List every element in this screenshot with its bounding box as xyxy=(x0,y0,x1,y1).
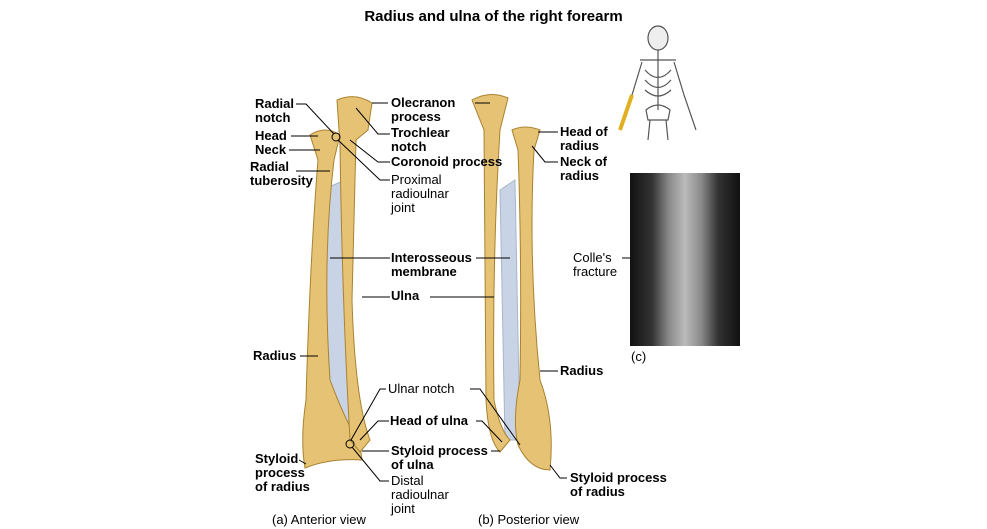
label-styloid-ulna: Styloid process of ulna xyxy=(391,443,488,472)
label-proximal-joint: Proximal radioulnar joint xyxy=(391,172,449,215)
highlighted-forearm xyxy=(618,94,634,131)
caption-anterior: (a) Anterior view xyxy=(272,512,366,527)
proximal-joint-marker xyxy=(331,132,341,142)
skeleton-thumbnail xyxy=(618,25,697,141)
label-styloid-radius-anterior: Styloid process of radius xyxy=(255,451,310,494)
caption-posterior: (b) Posterior view xyxy=(478,512,580,527)
label-styloid-radius-posterior: Styloid process of radius xyxy=(570,470,667,499)
label-radial-notch: Radial notch xyxy=(255,96,295,125)
label-radial-tuberosity: Radial tuberosity xyxy=(250,159,313,188)
label-head-of-radius: Head of radius xyxy=(560,124,608,153)
posterior-view xyxy=(471,94,552,471)
xray-image xyxy=(630,173,740,346)
posterior-radius xyxy=(511,126,552,471)
label-neck-of-radius: Neck of radius xyxy=(560,154,607,183)
label-trochlear-notch: Trochlear notch xyxy=(391,125,450,154)
caption-xray: (c) xyxy=(631,349,647,364)
label-head-of-ulna: Head of ulna xyxy=(390,413,469,428)
label-ulna: Ulna xyxy=(391,288,420,303)
anterior-ulna xyxy=(336,96,373,453)
label-olecranon: Olecranon process xyxy=(391,95,456,124)
anterior-radius xyxy=(302,129,363,469)
page-title: Radius and ulna of the right forearm xyxy=(364,8,623,25)
posterior-ulna xyxy=(471,94,511,453)
label-neck: Neck xyxy=(255,142,287,157)
label-interosseous: Interosseous membrane xyxy=(391,250,472,279)
label-ulnar-notch: Ulnar notch xyxy=(388,381,455,396)
label-distal-joint: Distal radioulnar joint xyxy=(391,473,449,516)
distal-joint-marker xyxy=(345,439,355,449)
label-radius-anterior: Radius xyxy=(253,348,297,363)
label-radius-posterior: Radius xyxy=(560,363,604,378)
label-head: Head xyxy=(255,128,287,143)
label-coronoid: Coronoid process xyxy=(391,154,503,169)
anterior-view xyxy=(302,96,373,469)
label-colles-fracture: Colle's fracture xyxy=(573,250,618,279)
